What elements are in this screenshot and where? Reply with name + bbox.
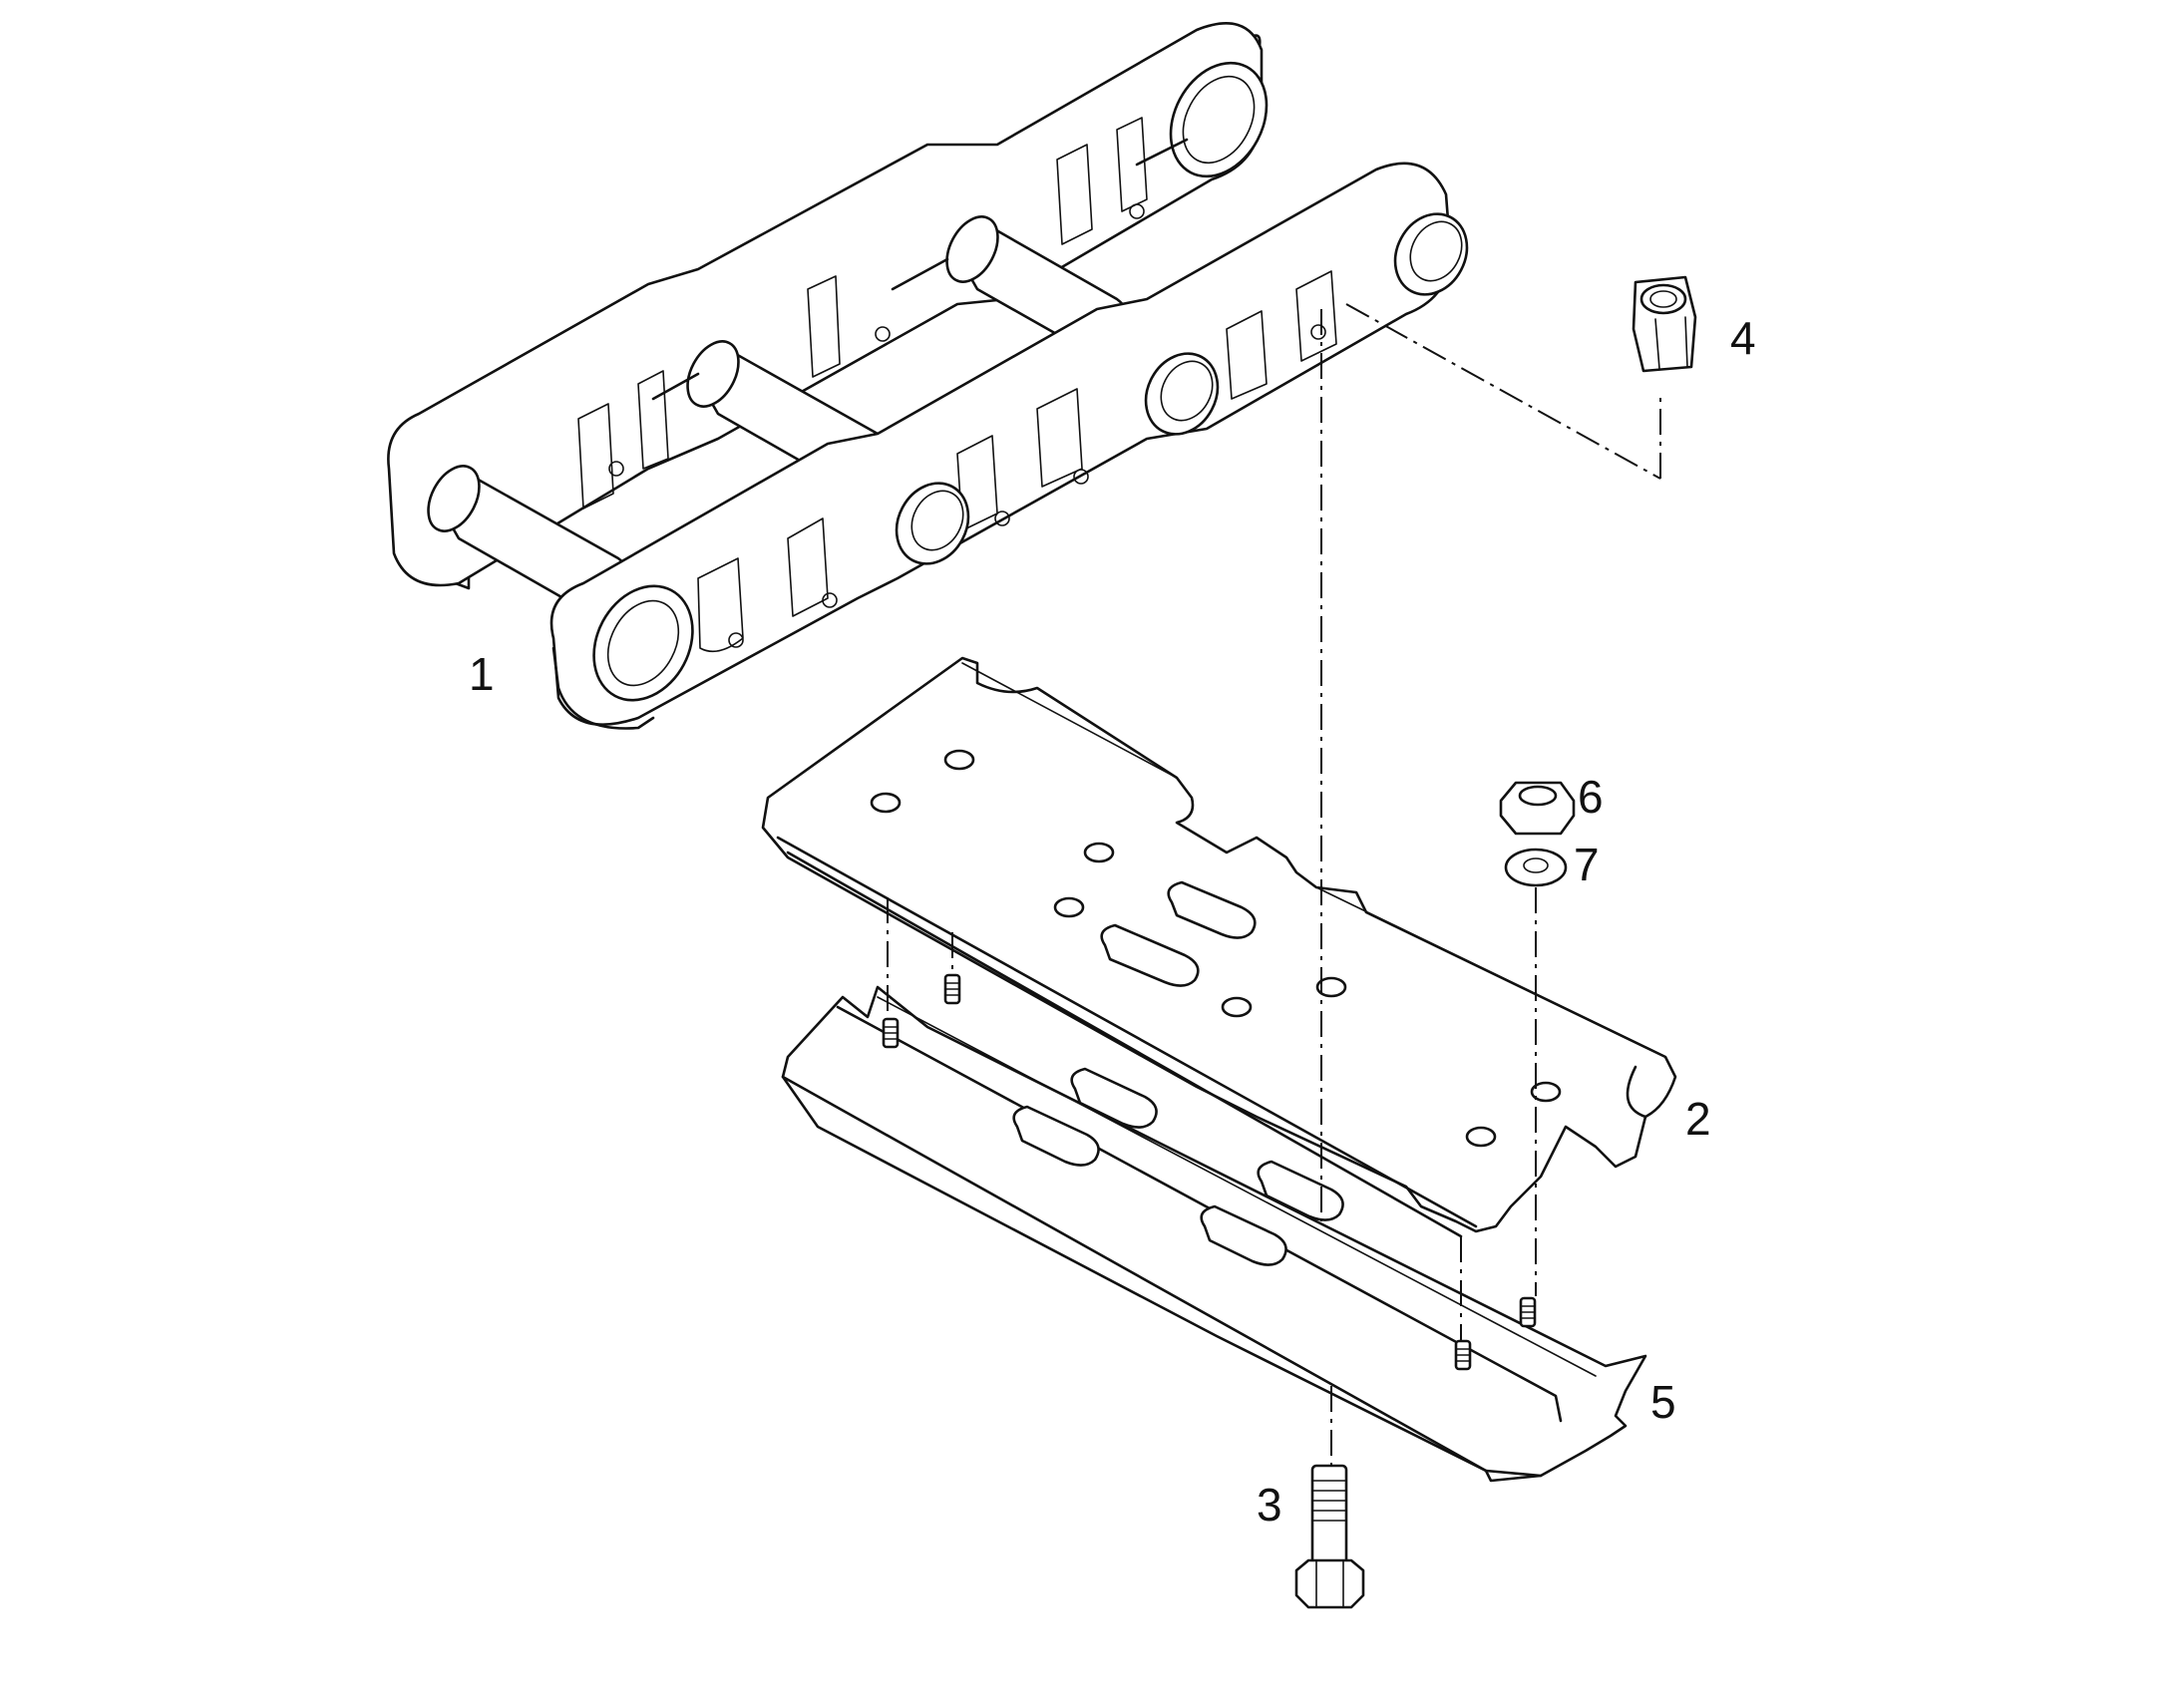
wear-pad-studs xyxy=(882,973,1537,1371)
washer xyxy=(1504,848,1568,887)
track-link-assembly xyxy=(387,22,1469,730)
link-nut xyxy=(1632,275,1697,373)
callout-1: 1 xyxy=(469,648,495,700)
callout-5: 5 xyxy=(1650,1376,1676,1428)
callout-3: 3 xyxy=(1257,1479,1282,1531)
callout-2: 2 xyxy=(1685,1093,1711,1145)
assembly-lines xyxy=(887,303,1661,1466)
track-link-front-rail xyxy=(549,138,1469,730)
track-shoe xyxy=(761,656,1677,1238)
callout-labels: 1 2 3 4 5 6 7 xyxy=(469,312,1756,1531)
callout-6: 6 xyxy=(1578,771,1604,823)
hex-nut xyxy=(1499,781,1576,836)
shoe-bolt xyxy=(1294,1464,1365,1609)
wear-pad xyxy=(781,973,1647,1483)
callout-4: 4 xyxy=(1730,312,1756,364)
track-link-back-rail xyxy=(387,22,1269,590)
callout-7: 7 xyxy=(1574,839,1600,890)
